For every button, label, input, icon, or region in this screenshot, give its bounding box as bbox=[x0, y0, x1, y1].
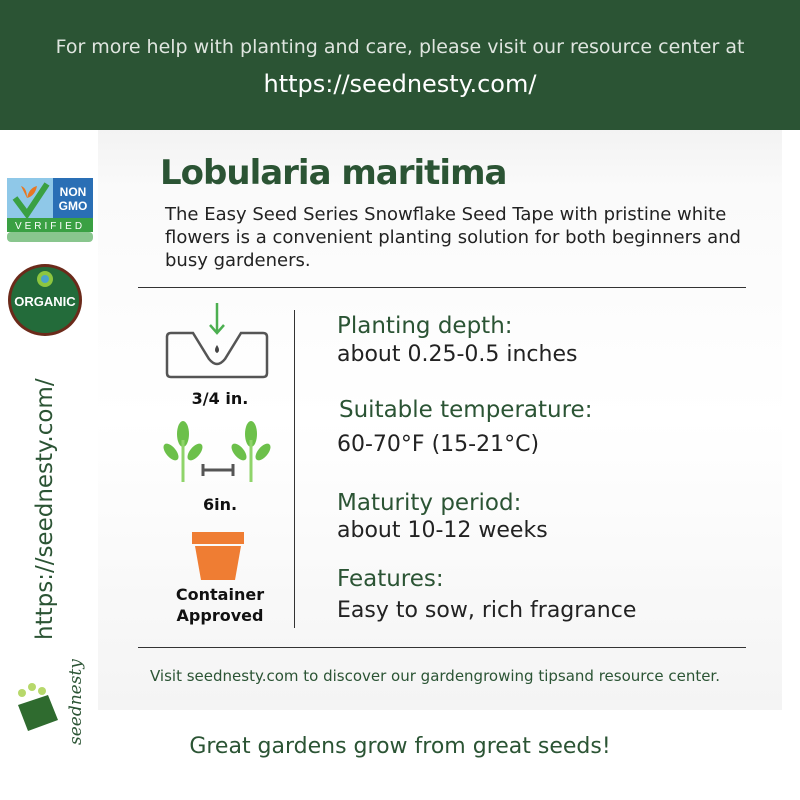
divider-vertical bbox=[294, 310, 295, 628]
product-title: Lobularia maritima bbox=[160, 153, 507, 193]
svg-text:ORGANIC: ORGANIC bbox=[14, 294, 76, 309]
spec-heading-temperature: Suitable temperature: bbox=[339, 397, 593, 423]
pot-icon bbox=[192, 532, 244, 580]
spec-value-maturity: about 10-12 weeks bbox=[337, 518, 548, 543]
container-label: Container Approved bbox=[175, 585, 265, 625]
header-banner: For more help with planting and care, pl… bbox=[0, 0, 800, 130]
organic-badge: ORGANIC bbox=[8, 264, 82, 336]
spec-value-temperature: 60-70°F (15-21°C) bbox=[337, 432, 540, 457]
seednesty-logo-icon bbox=[18, 683, 58, 731]
svg-text:GMO: GMO bbox=[59, 199, 88, 213]
non-gmo-verified-badge: NON GMO VERIFIED bbox=[7, 178, 93, 242]
header-text: For more help with planting and care, pl… bbox=[55, 36, 745, 58]
depth-label: 3/4 in. bbox=[191, 389, 249, 408]
product-card bbox=[98, 130, 782, 710]
side-url[interactable]: https://seednesty.com/ bbox=[32, 378, 58, 640]
spec-heading-depth: Planting depth: bbox=[337, 313, 513, 339]
svg-text:NON: NON bbox=[60, 185, 87, 199]
svg-text:VERIFIED: VERIFIED bbox=[15, 221, 85, 232]
divider-top bbox=[138, 287, 746, 288]
spec-heading-maturity: Maturity period: bbox=[337, 490, 522, 516]
divider-bottom bbox=[138, 647, 746, 648]
footer-note: Visit seednesty.com to discover our gard… bbox=[150, 667, 720, 685]
header-url[interactable]: https://seednesty.com/ bbox=[263, 70, 537, 98]
spec-value-features: Easy to sow, rich fragrance bbox=[337, 598, 637, 623]
spec-value-depth: about 0.25-0.5 inches bbox=[337, 342, 578, 367]
brand-logo-text: seednesty bbox=[66, 659, 86, 745]
tagline: Great gardens grow from great seeds! bbox=[189, 734, 611, 759]
spec-heading-features: Features: bbox=[337, 566, 444, 592]
planting-depth-icon bbox=[165, 303, 269, 379]
spacing-icon bbox=[163, 421, 271, 482]
spacing-label: 6in. bbox=[202, 495, 238, 514]
product-description: The Easy Seed Series Snowflake Seed Tape… bbox=[165, 204, 741, 271]
